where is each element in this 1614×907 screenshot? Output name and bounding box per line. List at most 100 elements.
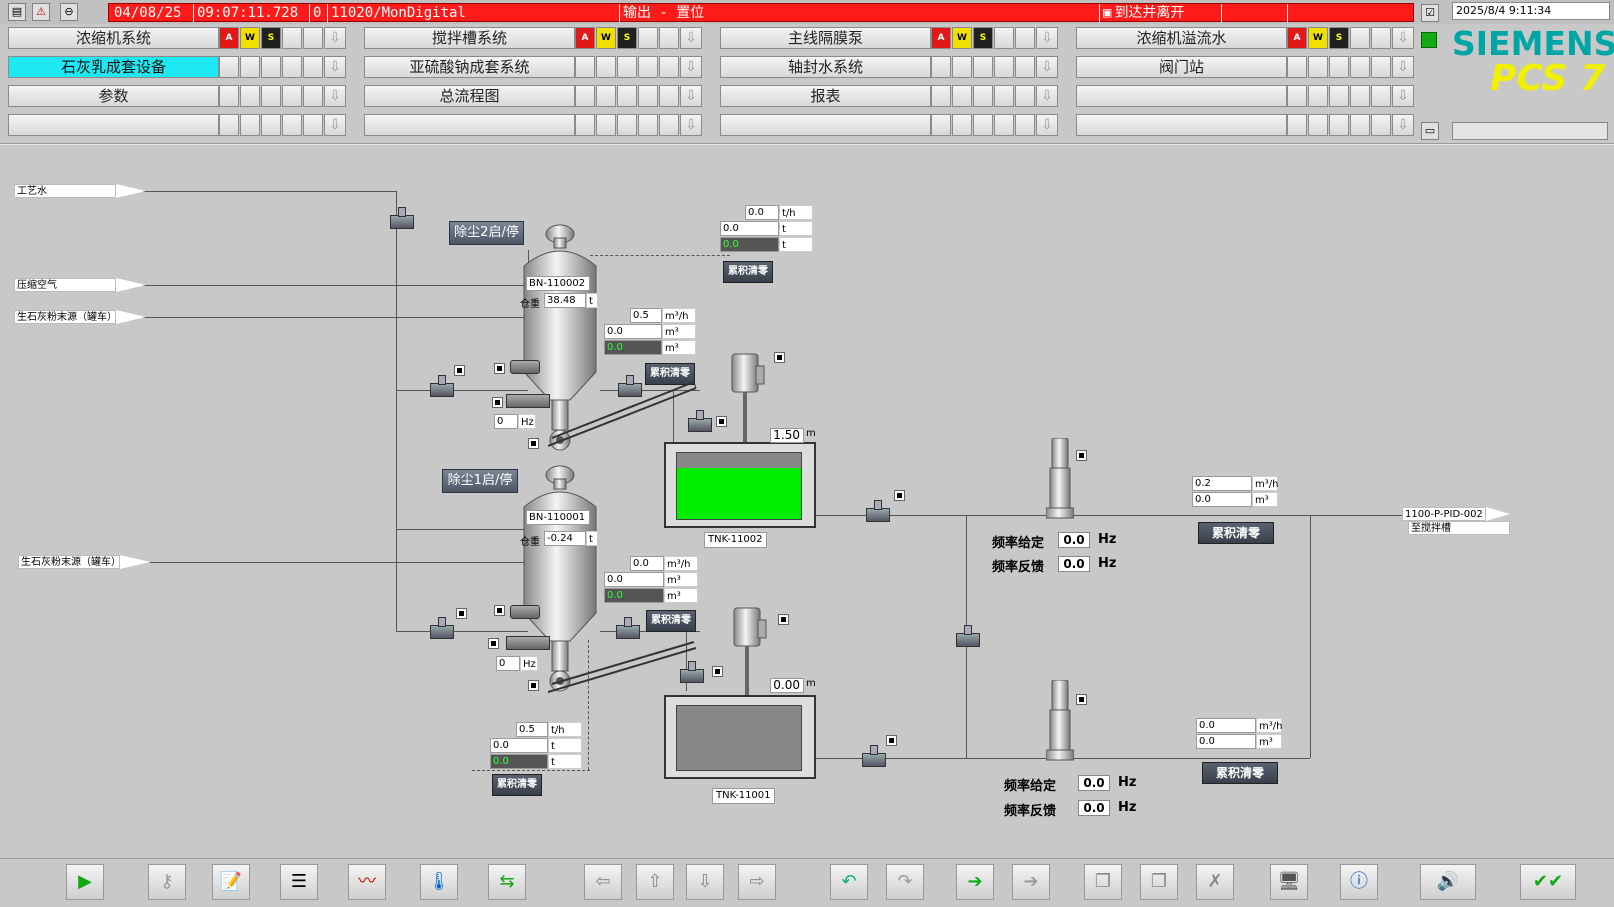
status-indicator[interactable]	[528, 438, 539, 449]
flow-top-total[interactable]: 0.0	[720, 221, 779, 236]
acknowledge-all-icon[interactable]: ✔✔	[1520, 864, 1576, 900]
monitor-icon[interactable]: 🖥	[1270, 864, 1308, 900]
nav-down-arrow-icon[interactable]: ⇩	[1392, 27, 1414, 49]
list-icon[interactable]: ☰	[280, 864, 318, 900]
pump-top-set[interactable]: 0.0	[1058, 532, 1090, 548]
nav-area-empty[interactable]	[8, 114, 219, 136]
arrow-down-icon[interactable]: ⇩	[686, 864, 724, 900]
warning-icon[interactable]: ⚠	[32, 3, 50, 21]
reset-total-button[interactable]: 累积清零	[1202, 762, 1278, 784]
back-icon[interactable]: ↶	[830, 864, 868, 900]
nav-down-arrow-icon[interactable]: ⇩	[680, 27, 702, 49]
feeder-1-hz[interactable]: 0	[496, 656, 520, 671]
water-valve-2-icon[interactable]	[430, 375, 454, 397]
status-indicator[interactable]	[492, 397, 503, 408]
inlet-valve-2-icon[interactable]	[688, 410, 712, 432]
nav-down-arrow-icon[interactable]: ⇩	[680, 56, 702, 78]
nav-down-arrow-icon[interactable]: ⇩	[680, 85, 702, 107]
screw-conveyor-1-icon[interactable]	[548, 640, 698, 696]
flow-top-rate[interactable]: 0.0	[745, 205, 779, 220]
pump-top-flow[interactable]: 0.2	[1192, 476, 1252, 491]
thermometer-icon[interactable]: 🌡	[420, 864, 458, 900]
silo-1-icon[interactable]	[520, 463, 602, 699]
nav-down-arrow-icon[interactable]: ⇩	[680, 114, 702, 136]
nav-area-empty[interactable]	[1076, 114, 1287, 136]
feeder-2-hz[interactable]: 0	[494, 414, 518, 429]
acknowledge-icon[interactable]: ⊖	[60, 3, 78, 21]
status-indicator[interactable]	[494, 605, 505, 616]
nav-area-5[interactable]: 亚硫酸钠成套系统	[364, 56, 575, 78]
nav-area-0[interactable]: 浓缩机系统	[8, 27, 219, 49]
nav-down-arrow-icon[interactable]: ⇩	[324, 114, 346, 136]
status-indicator[interactable]	[778, 614, 789, 625]
agitator-2-icon[interactable]	[728, 350, 768, 446]
status-indicator[interactable]	[456, 608, 467, 619]
status-indicator[interactable]	[454, 365, 465, 376]
notes-icon[interactable]: 📝	[212, 864, 250, 900]
dust-collector-2-button[interactable]: 除尘2启/停	[449, 221, 524, 245]
nav-area-10[interactable]: 报表	[720, 85, 931, 107]
status-indicator[interactable]	[1076, 450, 1087, 461]
water-2-total[interactable]: 0.0	[604, 324, 662, 339]
feeder-motor-icon[interactable]	[506, 636, 550, 650]
status-indicator[interactable]	[528, 680, 539, 691]
nav-area-1[interactable]: 搅拌槽系统	[364, 27, 575, 49]
key-icon[interactable]: ⚷	[148, 864, 186, 900]
flow-meter-1-icon[interactable]	[616, 617, 640, 639]
reset-total-button[interactable]: 累积清零	[492, 774, 542, 796]
nav-down-arrow-icon[interactable]: ⇩	[324, 27, 346, 49]
pump-bottom-set[interactable]: 0.0	[1078, 775, 1110, 791]
reset-total-button[interactable]: 累积清零	[646, 610, 696, 632]
nav-area-6[interactable]: 轴封水系统	[720, 56, 931, 78]
motor-icon[interactable]	[510, 605, 540, 619]
status-indicator[interactable]	[488, 638, 499, 649]
nav-down-arrow-icon[interactable]: ⇩	[324, 85, 346, 107]
status-indicator[interactable]	[894, 490, 905, 501]
nav-area-2[interactable]: 主线隔膜泵	[720, 27, 931, 49]
nav-down-arrow-icon[interactable]: ⇩	[1036, 27, 1058, 49]
arrow-right-icon[interactable]: ⇨	[738, 864, 776, 900]
export-icon[interactable]: ⇆	[488, 864, 526, 900]
alarm-list-icon[interactable]: ▤	[8, 3, 26, 21]
close-windows-icon[interactable]: ✗	[1196, 864, 1234, 900]
login-icon[interactable]: ➔	[956, 864, 994, 900]
agitator-1-icon[interactable]	[730, 604, 770, 700]
pump-bottom-icon[interactable]	[1046, 680, 1074, 762]
reset-total-button[interactable]: 累积清零	[1198, 522, 1274, 544]
pump-bottom-total[interactable]: 0.0	[1196, 734, 1256, 749]
flow-bot-total[interactable]: 0.0	[490, 738, 548, 753]
info-icon[interactable]: ⓘ	[1340, 864, 1378, 900]
screen-icon[interactable]: ▭	[1421, 122, 1439, 140]
crossover-valve-icon[interactable]	[956, 625, 980, 647]
water-2-rate[interactable]: 0.5	[630, 308, 662, 323]
outlet-tag[interactable]: 1100-P-PID-002	[1402, 507, 1486, 521]
status-indicator[interactable]	[712, 666, 723, 677]
forward-icon[interactable]: ↷	[886, 864, 924, 900]
reset-total-button[interactable]: 累积清零	[723, 261, 773, 283]
reset-total-button[interactable]: 累积清零	[645, 363, 695, 385]
nav-down-arrow-icon[interactable]: ⇩	[1036, 114, 1058, 136]
save-layout-icon[interactable]: ❐	[1140, 864, 1178, 900]
arrow-left-icon[interactable]: ⇦	[584, 864, 622, 900]
nav-down-arrow-icon[interactable]: ⇩	[1392, 85, 1414, 107]
alarm-line[interactable]: 04/08/25 09:07:11.728 0 11020/MonDigital…	[108, 3, 1414, 22]
nav-area-7[interactable]: 阀门站	[1076, 56, 1287, 78]
checklist-icon[interactable]: ☑	[1421, 4, 1439, 22]
pump-top-total[interactable]: 0.0	[1192, 492, 1252, 507]
status-indicator[interactable]	[716, 416, 727, 427]
tank-tnk-11002[interactable]	[664, 442, 816, 528]
nav-area-empty[interactable]	[720, 114, 931, 136]
logout-icon[interactable]: ➔	[1012, 864, 1050, 900]
nav-down-arrow-icon[interactable]: ⇩	[1392, 114, 1414, 136]
tank-tnk-11001[interactable]	[664, 695, 816, 779]
silo-1-weight[interactable]: -0.24	[544, 531, 586, 546]
dust-collector-1-button[interactable]: 除尘1启/停	[442, 469, 518, 493]
nav-area-9[interactable]: 总流程图	[364, 85, 575, 107]
pump-bottom-flow[interactable]: 0.0	[1196, 718, 1256, 733]
motor-icon[interactable]	[510, 360, 540, 374]
nav-area-4[interactable]: 石灰乳成套设备	[8, 56, 219, 78]
horn-acknowledge-icon[interactable]: 🔊	[1420, 864, 1476, 900]
nav-area-11[interactable]	[1076, 85, 1287, 107]
flow-meter-2-icon[interactable]	[618, 375, 642, 397]
inlet-valve-1-icon[interactable]	[680, 661, 704, 683]
